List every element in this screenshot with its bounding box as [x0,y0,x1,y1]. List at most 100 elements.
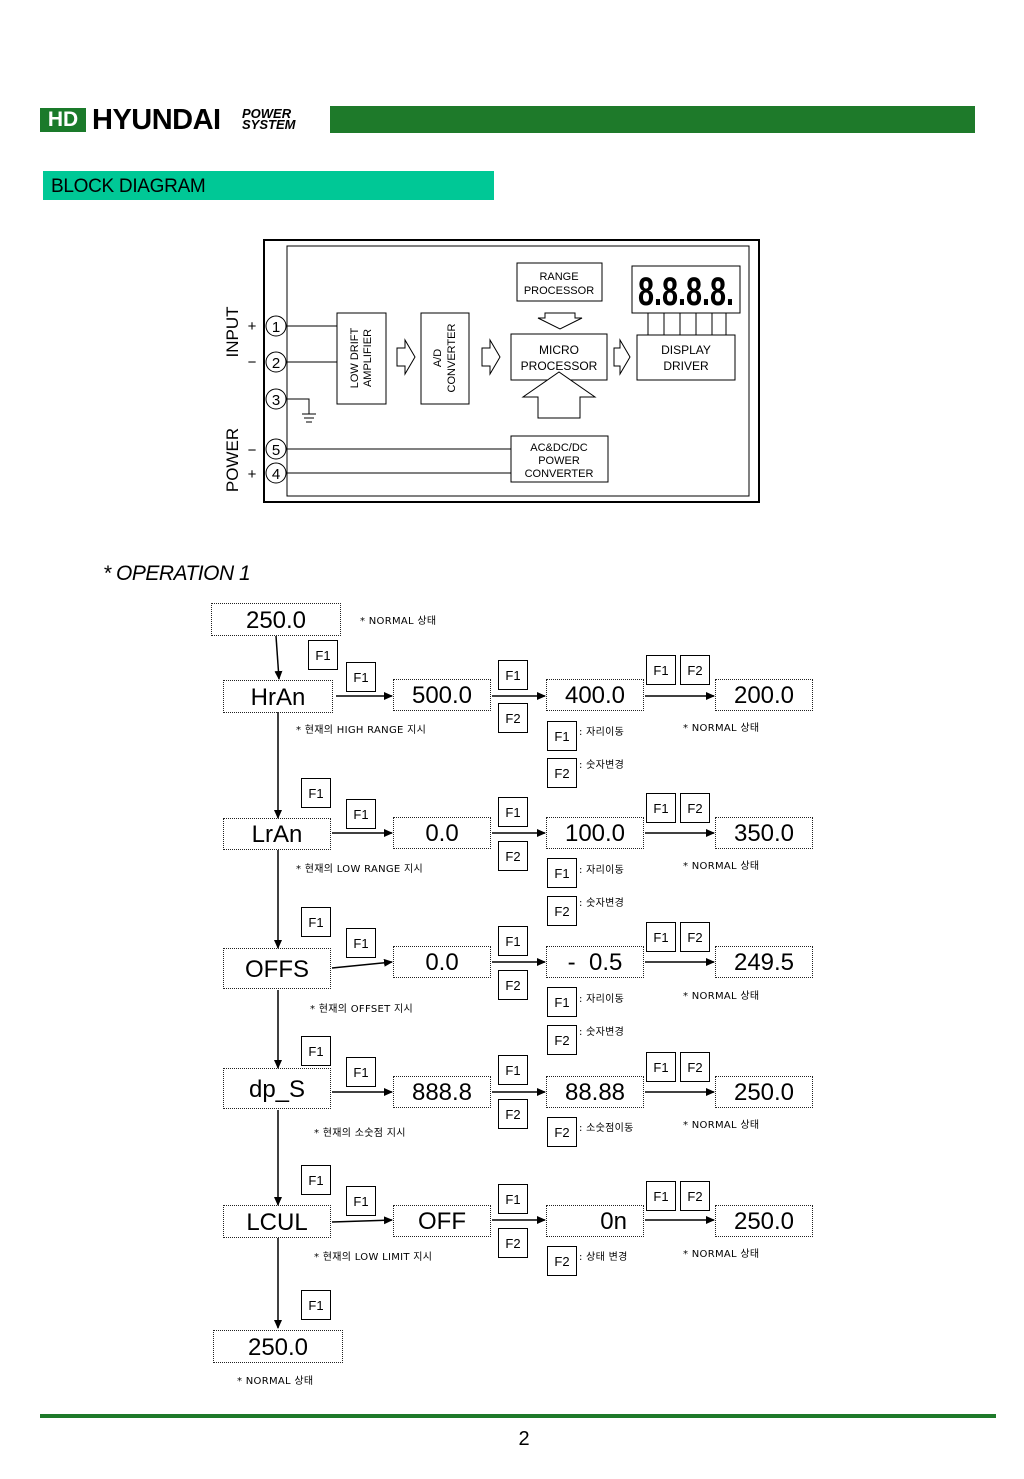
display-end: 250.0 [213,1330,343,1363]
terminal-4: 4 [265,462,287,484]
display-start: 250.0 [211,603,341,636]
key-f2[interactable]: F2 [547,1025,577,1055]
display-mode-lran: LrAn [223,818,331,850]
key-f2[interactable]: F2 [680,1052,710,1082]
key-f1[interactable]: F1 [346,1186,376,1216]
arrow-adc-micro [481,338,501,376]
power-line-3: CONVERTER [525,468,594,480]
key-f1[interactable]: F1 [646,1052,676,1082]
key-f1[interactable]: F1 [498,926,528,956]
plus-1: + [248,318,257,335]
note-offs-end: * NORMAL 상태 [683,991,760,1002]
arrow-power-micro [521,371,597,419]
display-lcul-v2: 0n [546,1205,644,1237]
segment-display-digits: 8.8.8.8. [638,270,734,314]
power-line-2: POWER [538,455,580,467]
key-f2[interactable]: F2 [680,655,710,685]
adc-block [420,312,470,405]
svg-text:1: 1 [272,319,280,336]
key-f1[interactable]: F1 [301,1165,331,1195]
key-f1[interactable]: F1 [547,858,577,888]
hint-offs-f1: : 자리이동 [579,994,625,1005]
segment-display [631,265,741,314]
logo-company-name: HYUNDAI [92,104,221,136]
key-f1[interactable]: F1 [346,662,376,692]
key-f2[interactable]: F2 [547,758,577,788]
key-f2[interactable]: F2 [680,1181,710,1211]
amp-line-2: AMPLIFIER [362,329,374,387]
display-lcul-v1: OFF [393,1205,491,1237]
display-dps-v1: 888.8 [393,1076,491,1108]
note-end: * NORMAL 상태 [237,1376,314,1387]
key-f2[interactable]: F2 [547,1117,577,1147]
key-f1[interactable]: F1 [498,1055,528,1085]
key-f1[interactable]: F1 [346,799,376,829]
display-offs-v2: - 0.5 [546,946,644,978]
logo-subtitle-line-1: POWER [242,106,292,121]
hint-dps-f2: : 소숫점이동 [579,1123,634,1134]
key-f2[interactable]: F2 [680,793,710,823]
key-f1[interactable]: F1 [498,797,528,827]
note-lran-mode: * 현재의 LOW RANGE 지시 [296,864,424,875]
range-line-2: PROCESSOR [524,285,594,297]
display-mode-lcul: LCUL [223,1205,331,1238]
operation-title: * OPERATION 1 [103,562,251,585]
key-f1[interactable]: F1 [301,907,331,937]
note-hran-end: * NORMAL 상태 [683,723,760,734]
power-line-1: AC&DC/DC [530,442,588,454]
power-label: POWER [223,428,242,492]
key-f1[interactable]: F1 [646,655,676,685]
key-f1[interactable]: F1 [308,640,338,670]
display-offs-v1: 0.0 [393,946,491,978]
flow-connectors [274,635,715,1329]
key-f1[interactable]: F1 [547,721,577,751]
key-f1[interactable]: F1 [646,922,676,952]
footer-rule [40,1414,996,1418]
note-dps-mode: * 현재의 소숫점 지시 [314,1128,406,1139]
note-start: * NORMAL 상태 [360,616,437,627]
key-f1[interactable]: F1 [498,1184,528,1214]
key-f2[interactable]: F2 [498,970,528,1000]
note-lcul-mode: * 현재의 LOW LIMIT 지시 [314,1252,433,1263]
logo-hd-badge: HD [40,108,86,132]
display-lcul-v3: 250.0 [715,1205,813,1237]
hint-offs-f2: : 숫자변경 [579,1027,625,1038]
key-f1[interactable]: F1 [301,778,331,808]
key-f1[interactable]: F1 [646,793,676,823]
ground-wire [286,398,310,414]
hint-lran-f1: : 자리이동 [579,865,625,876]
ground-icon [302,413,316,423]
header-bar [330,106,975,133]
key-f2[interactable]: F2 [547,1246,577,1276]
arrow-micro-driver [613,338,631,376]
key-f1[interactable]: F1 [547,987,577,1017]
hint-lcul-f2: : 상태 변경 [579,1252,628,1263]
key-f2[interactable]: F2 [498,841,528,871]
diagram-outer-frame [263,239,760,503]
plus-4: + [248,466,257,483]
display-lran-v1: 0.0 [393,817,491,849]
key-f1[interactable]: F1 [301,1036,331,1066]
display-offs-v3: 249.5 [715,946,813,978]
svg-text:4: 4 [272,466,280,483]
key-f2[interactable]: F2 [498,1099,528,1129]
key-f1[interactable]: F1 [498,660,528,690]
key-f1[interactable]: F1 [646,1181,676,1211]
key-f1[interactable]: F1 [301,1290,331,1320]
key-f1[interactable]: F1 [346,1057,376,1087]
power-converter-block [510,435,609,483]
diagram-inner-frame [286,245,750,497]
key-f2[interactable]: F2 [498,1228,528,1258]
micro-line-2: PROCESSOR [521,359,598,373]
adc-line-2: CONVERTER [446,324,458,393]
key-f2[interactable]: F2 [547,896,577,926]
display-mode-dps: dp_S [223,1068,331,1109]
svg-text:5: 5 [272,442,280,459]
display-dps-v3: 250.0 [715,1076,813,1108]
key-f2[interactable]: F2 [680,922,710,952]
key-f1[interactable]: F1 [346,928,376,958]
display-lran-v2: 100.0 [546,817,644,849]
logo-subtitle-line-2: SYSTEM [242,117,296,132]
key-f2[interactable]: F2 [498,703,528,733]
note-lran-end: * NORMAL 상태 [683,861,760,872]
